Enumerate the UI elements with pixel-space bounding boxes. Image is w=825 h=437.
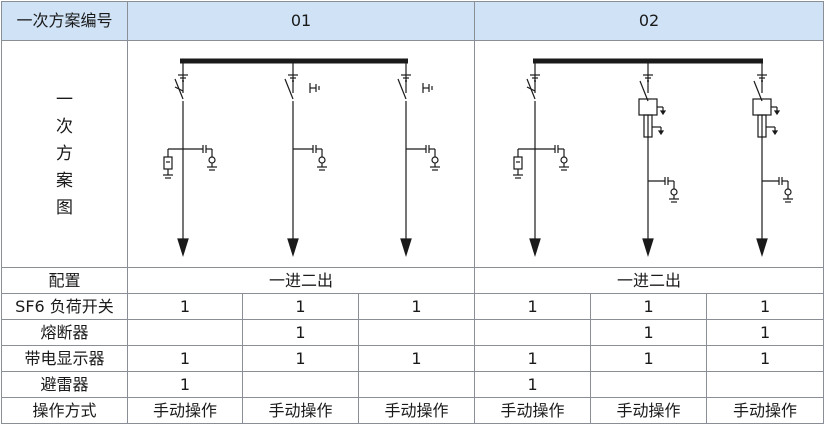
table-cell: 1 (242, 319, 359, 346)
arrow-down-icon (287, 238, 299, 258)
row-label: 操作方式 (1, 397, 128, 424)
table-cell: 1 (706, 293, 825, 320)
table-cell: 1 (590, 345, 708, 372)
table-cell (706, 371, 825, 398)
fuse-switch-box-icon (752, 98, 772, 116)
scheme-01-number: 01 (126, 1, 476, 41)
voltage-indicator-icon (208, 156, 216, 164)
table-cell: 1 (706, 345, 825, 372)
arrow-down-icon (529, 238, 541, 258)
voltage-indicator-icon (318, 156, 326, 164)
header-row-label: 一次方案编号 (1, 1, 128, 41)
voltage-indicator-icon (670, 188, 678, 196)
scheme-01-diagram-cell (126, 40, 476, 268)
table-cell: 手动操作 (127, 397, 243, 424)
table-cell: 手动操作 (590, 397, 708, 424)
table-cell: 1 (242, 345, 359, 372)
table-cell: 1 (127, 293, 243, 320)
arrester-icon (163, 156, 173, 170)
table-cell: 1 (590, 293, 708, 320)
table-cell: 手动操作 (357, 397, 476, 424)
table-cell: 1 (474, 345, 592, 372)
feeder-outgoing (284, 61, 327, 258)
feeder-incoming-arrester (513, 61, 570, 258)
table-cell (357, 319, 476, 346)
config-scheme-02: 一进二出 (474, 267, 825, 294)
diagram-label-char: 图 (56, 197, 73, 218)
table-row: 避雷器 1 1 (1, 371, 825, 398)
table-cell: 1 (474, 293, 592, 320)
row-label: SF6 负荷开关 (1, 293, 128, 320)
load-switch-icon (526, 78, 536, 100)
arrow-down-icon (756, 238, 768, 258)
config-row: 配置 一进二出 一进二出 (1, 267, 825, 294)
table-row: 操作方式 手动操作 手动操作 手动操作 手动操作 手动操作 手动操作 (1, 397, 825, 424)
scheme-01-single-line-diagram (163, 58, 440, 258)
arrow-down-icon (400, 238, 412, 258)
table-cell (242, 371, 359, 398)
table-cell: 1 (357, 293, 476, 320)
feeder-outgoing (397, 61, 440, 258)
table-cell: 手动操作 (706, 397, 825, 424)
table-cell: 手动操作 (474, 397, 592, 424)
diagram-label-char: 案 (56, 170, 73, 191)
load-switch-icon (639, 80, 649, 102)
table-row: 带电显示器 1 1 1 1 1 1 (1, 345, 825, 372)
table-cell: 1 (242, 293, 359, 320)
config-row-label: 配置 (1, 267, 128, 294)
scheme-02-number: 02 (474, 1, 825, 41)
table-cell (590, 371, 708, 398)
feeder-fused (752, 61, 794, 258)
feeder-incoming-arrester (163, 61, 217, 258)
load-switch-icon (397, 78, 407, 100)
diagram-row: 一 次 方 案 图 (1, 40, 825, 268)
row-label: 熔断器 (1, 319, 128, 346)
header-row: 一次方案编号 01 02 (1, 1, 825, 41)
table-cell: 1 (474, 371, 592, 398)
table-cell: 1 (357, 345, 476, 372)
scheme-02-diagram-cell (474, 40, 825, 268)
row-label: 带电显示器 (1, 345, 128, 372)
diagram-label-char: 次 (56, 116, 73, 137)
scheme-02-single-line-diagram (513, 58, 794, 258)
scheme-table: 一次方案编号 01 02 一 次 方 案 图 (1, 1, 825, 424)
table-cell: 1 (127, 371, 243, 398)
load-switch-icon (284, 78, 294, 100)
table-cell: 1 (127, 345, 243, 372)
table-cell: 手动操作 (242, 397, 359, 424)
arrow-down-icon (177, 238, 189, 258)
config-scheme-01: 一进二出 (126, 267, 476, 294)
table-row: SF6 负荷开关 1 1 1 1 1 1 (1, 293, 825, 320)
arrester-icon (513, 156, 523, 170)
diagram-row-label: 一 次 方 案 图 (1, 40, 128, 268)
diagram-label-char: 一 (56, 89, 73, 110)
table-cell: 1 (590, 319, 708, 346)
table-cell (127, 319, 243, 346)
table-cell (474, 319, 592, 346)
row-label: 避雷器 (1, 371, 128, 398)
table-row: 熔断器 1 1 1 (1, 319, 825, 346)
voltage-indicator-icon (560, 156, 568, 164)
table-cell (357, 371, 476, 398)
load-switch-icon (174, 78, 184, 100)
arrow-down-icon (642, 238, 654, 258)
load-switch-icon (753, 80, 763, 102)
voltage-indicator-icon (431, 156, 439, 164)
diagram-label-char: 方 (56, 143, 73, 164)
feeder-fused (638, 61, 680, 258)
voltage-indicator-icon (784, 188, 792, 196)
fuse-switch-box-icon (638, 98, 658, 116)
table-cell: 1 (706, 319, 825, 346)
